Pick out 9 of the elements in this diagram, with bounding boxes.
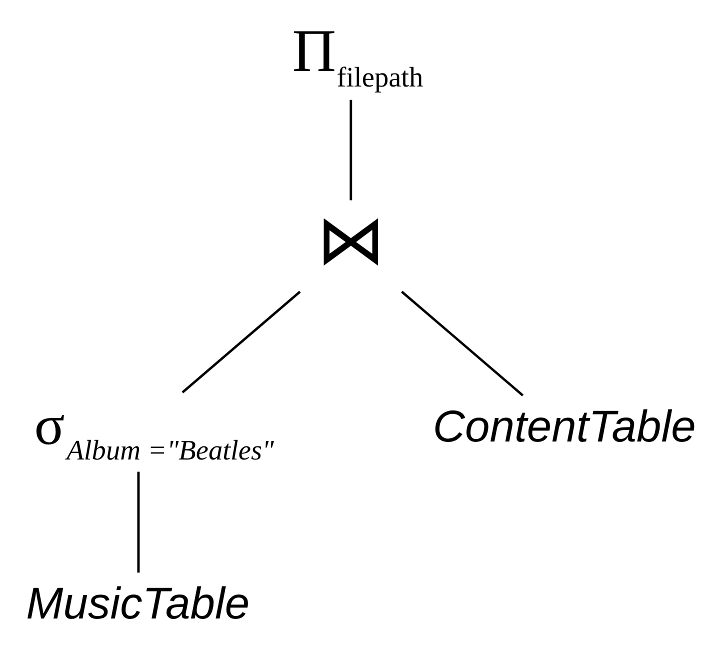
node-text: σ$_{Album ="Beatles"}$ (34, 395, 274, 467)
connector (400, 290, 524, 396)
node-text: Π$_{filepath}$ (292, 18, 423, 94)
node-text: ContentTable (432, 402, 696, 452)
node-text: ⋈ (316, 200, 385, 281)
connector (136, 472, 140, 573)
connector (349, 100, 352, 200)
connector (181, 290, 300, 394)
node-text: MusicTable (26, 579, 250, 628)
